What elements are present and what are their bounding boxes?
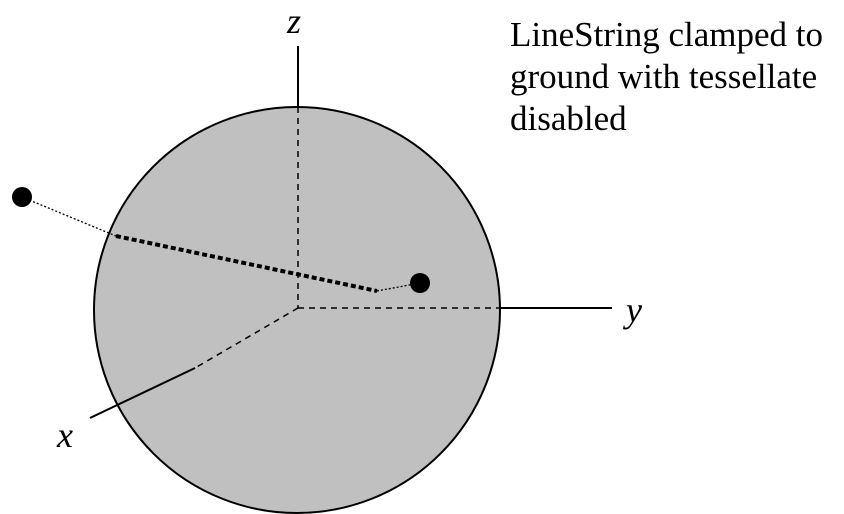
- diagram-caption: LineString clamped to ground with tessel…: [510, 14, 840, 140]
- x-axis-outer: [89, 367, 196, 419]
- linestring-point-start: [12, 187, 32, 207]
- caption-line-1: LineString clamped to: [510, 15, 823, 54]
- caption-line-3: disabled: [510, 99, 627, 138]
- z-axis-label: z: [286, 1, 301, 41]
- linestring-connector-left: [21, 196, 117, 237]
- caption-line-2: ground with tessellate: [510, 57, 818, 96]
- earth-sphere: [93, 106, 501, 514]
- linestring-point-end: [410, 273, 430, 293]
- y-axis-label: y: [623, 290, 642, 330]
- linestring-ground-path: [115, 234, 378, 293]
- x-axis-inner: [194, 307, 299, 369]
- x-axis-label: x: [56, 415, 73, 455]
